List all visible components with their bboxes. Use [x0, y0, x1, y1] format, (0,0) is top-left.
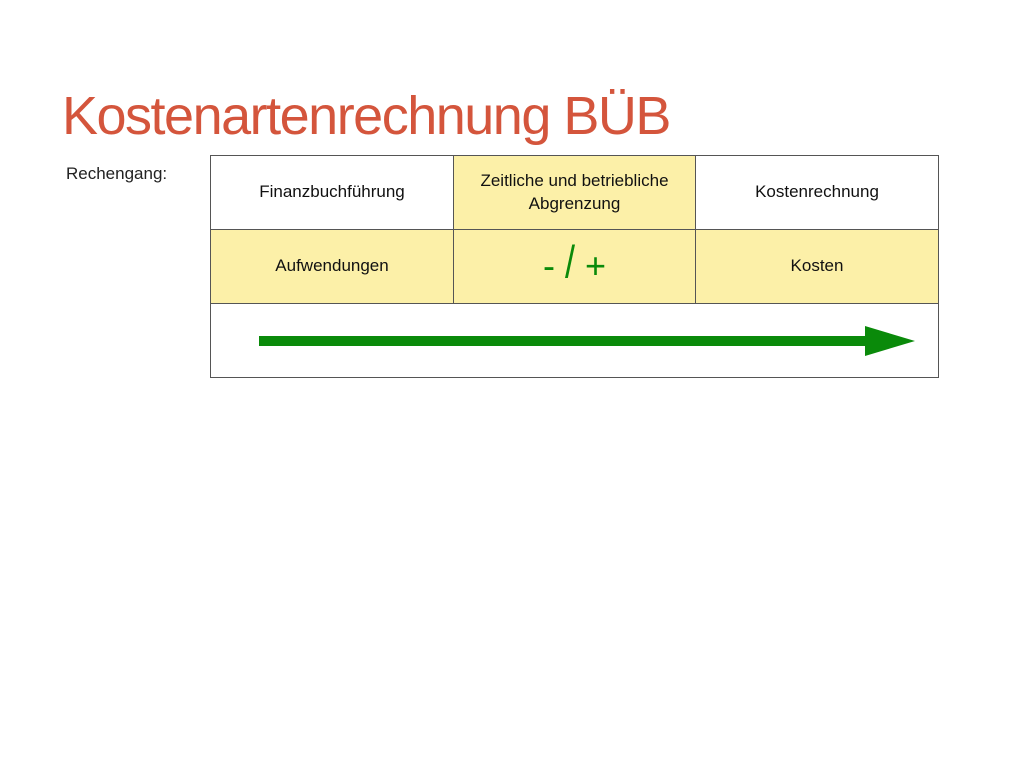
- cell-operator: -/+: [453, 229, 696, 304]
- header-finanzbuchfuehrung: Finanzbuchführung: [210, 155, 454, 230]
- arrow-shaft: [259, 335, 871, 346]
- minus-slash-plus-operator: -/+: [542, 239, 607, 287]
- flow-table: Finanzbuchführung Zeitliche und betriebl…: [210, 155, 939, 378]
- cell-aufwendungen: Aufwendungen: [210, 229, 454, 304]
- page-title: Kostenartenrechnung BÜB: [62, 86, 671, 146]
- header-kostenrechnung: Kostenrechnung: [695, 155, 939, 230]
- arrow-cell: [210, 303, 939, 378]
- operator-minus: -: [542, 245, 555, 287]
- header-row: Finanzbuchführung Zeitliche und betriebl…: [210, 155, 939, 230]
- cell-kosten: Kosten: [695, 229, 939, 304]
- values-row: Aufwendungen -/+ Kosten: [210, 229, 939, 304]
- rechengang-label: Rechengang:: [66, 164, 168, 183]
- arrow-head: [865, 325, 915, 356]
- arrow-row: [210, 303, 939, 378]
- right-arrow-icon: [259, 325, 915, 356]
- operator-slash: /: [564, 236, 575, 288]
- header-abgrenzung: Zeitliche und betriebliche Abgrenzung: [453, 155, 696, 230]
- operator-plus: +: [584, 245, 607, 287]
